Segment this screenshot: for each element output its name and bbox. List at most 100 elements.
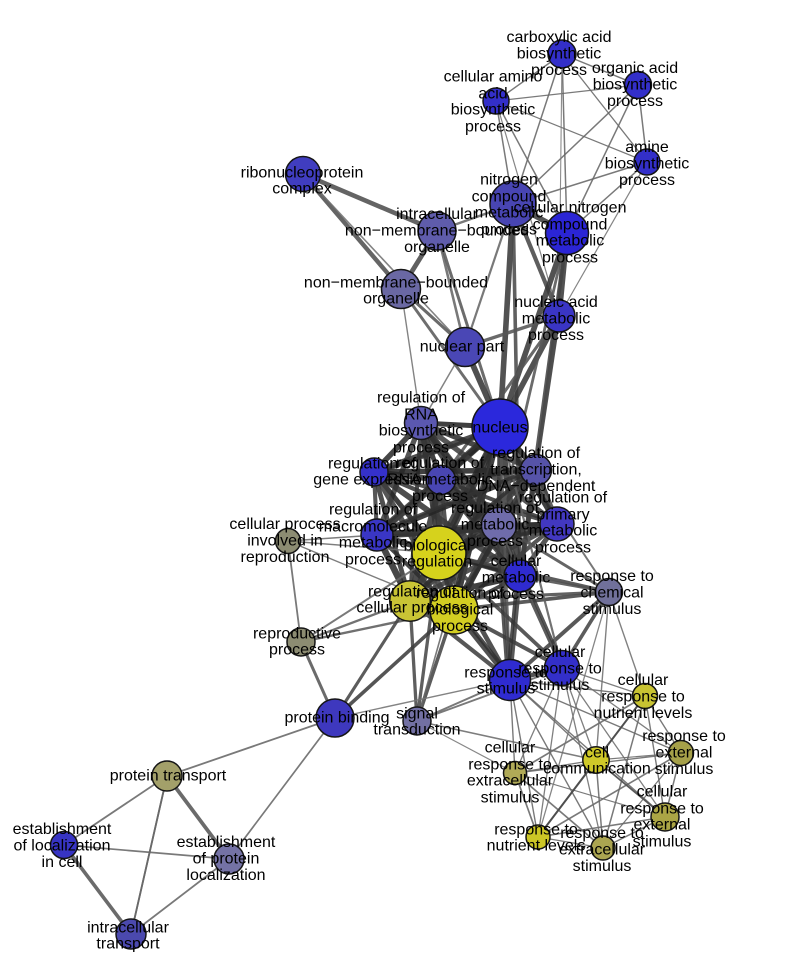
svg-text:cell: cell (585, 744, 609, 761)
svg-text:stimulus: stimulus (477, 681, 536, 698)
svg-text:nuclear part: nuclear part (420, 339, 505, 356)
svg-text:nucleic acid: nucleic acid (514, 294, 598, 311)
svg-text:biosynthetic: biosynthetic (517, 46, 602, 63)
svg-text:stimulus: stimulus (583, 601, 642, 618)
svg-text:process: process (607, 93, 663, 110)
svg-text:process: process (535, 539, 591, 556)
svg-text:biosynthetic: biosynthetic (593, 77, 678, 94)
svg-text:protein binding: protein binding (285, 710, 390, 727)
svg-text:cellular: cellular (535, 644, 586, 661)
svg-text:cellular nitrogen: cellular nitrogen (514, 200, 627, 217)
svg-text:stimulus: stimulus (573, 858, 632, 875)
svg-text:external: external (634, 817, 691, 834)
svg-text:nucleus: nucleus (472, 420, 527, 437)
svg-text:compound: compound (533, 216, 608, 233)
svg-text:response to: response to (560, 825, 644, 842)
svg-text:biosynthetic: biosynthetic (451, 102, 536, 119)
svg-text:communication: communication (543, 761, 651, 778)
svg-text:cellular: cellular (618, 672, 669, 689)
svg-text:regulation of: regulation of (377, 390, 466, 407)
svg-text:intracellular: intracellular (87, 919, 169, 936)
svg-text:of protein: of protein (193, 851, 260, 868)
svg-text:RNA: RNA (404, 406, 438, 423)
svg-text:transcription,: transcription, (490, 462, 582, 479)
svg-text:process: process (393, 439, 449, 456)
svg-text:regulation of: regulation of (328, 455, 417, 472)
svg-text:nutrient levels: nutrient levels (487, 838, 586, 855)
svg-text:extracellular: extracellular (559, 842, 646, 859)
svg-text:metabolic: metabolic (461, 517, 529, 534)
svg-text:compound: compound (472, 188, 547, 205)
svg-text:reproduction: reproduction (241, 549, 330, 566)
svg-text:process: process (467, 533, 523, 550)
svg-text:stimulus: stimulus (633, 833, 692, 850)
svg-text:external: external (656, 745, 713, 762)
svg-text:process: process (481, 221, 537, 238)
svg-text:RNA metabolic: RNA metabolic (387, 472, 493, 489)
svg-text:process: process (345, 551, 401, 568)
svg-text:establishment: establishment (177, 834, 276, 851)
svg-text:stimulus: stimulus (655, 761, 714, 778)
svg-text:regulation of: regulation of (396, 455, 485, 472)
svg-text:response to: response to (620, 800, 704, 817)
svg-text:process: process (528, 327, 584, 344)
svg-text:process: process (542, 249, 598, 266)
svg-text:process: process (412, 488, 468, 505)
svg-text:metabolic: metabolic (339, 535, 407, 552)
svg-text:of localization: of localization (14, 838, 111, 855)
svg-text:cellular: cellular (485, 740, 536, 757)
svg-text:biological: biological (427, 602, 494, 619)
svg-text:nutrient levels: nutrient levels (594, 705, 693, 722)
svg-text:biological: biological (404, 537, 471, 554)
svg-text:gene expression: gene expression (313, 472, 430, 489)
svg-text:nitrogen: nitrogen (480, 172, 538, 189)
svg-text:in cell: in cell (42, 854, 83, 871)
svg-text:DNA−dependent: DNA−dependent (477, 478, 596, 495)
svg-text:stimulus: stimulus (531, 677, 590, 694)
svg-text:reproductive: reproductive (253, 625, 341, 642)
svg-text:regulation of: regulation of (329, 502, 418, 519)
svg-text:response to: response to (464, 664, 548, 681)
svg-text:regulation: regulation (402, 554, 472, 571)
svg-text:response to: response to (601, 689, 685, 706)
svg-text:process: process (432, 618, 488, 635)
svg-text:biosynthetic: biosynthetic (605, 156, 690, 173)
svg-text:amine: amine (625, 139, 669, 156)
svg-text:transduction: transduction (373, 722, 460, 739)
svg-text:metabolic: metabolic (522, 311, 590, 328)
svg-text:cellular process: cellular process (356, 600, 467, 617)
svg-text:response to: response to (518, 661, 602, 678)
svg-text:carboxylic acid: carboxylic acid (507, 29, 612, 46)
svg-text:regulation of: regulation of (451, 500, 540, 517)
svg-text:signal: signal (396, 705, 438, 722)
svg-text:macromolecule: macromolecule (319, 518, 428, 535)
svg-text:non−membrane−bounded: non−membrane−bounded (304, 274, 488, 291)
svg-text:regulation of: regulation of (416, 585, 505, 602)
svg-text:biosynthetic: biosynthetic (379, 423, 464, 440)
svg-text:metabolic: metabolic (475, 205, 543, 222)
svg-text:response to: response to (494, 821, 578, 838)
svg-text:extracellular: extracellular (467, 773, 554, 790)
svg-text:response to: response to (570, 568, 654, 585)
svg-text:organelle: organelle (404, 239, 470, 256)
svg-text:process: process (531, 62, 587, 79)
svg-text:cellular: cellular (491, 553, 542, 570)
svg-text:regulation of: regulation of (368, 583, 457, 600)
svg-text:response to: response to (468, 756, 552, 773)
svg-text:transport: transport (96, 936, 160, 953)
svg-text:establishment: establishment (13, 821, 112, 838)
svg-text:non−membrane−bounded: non−membrane−bounded (345, 223, 529, 240)
svg-text:process: process (488, 586, 544, 603)
svg-text:metabolic: metabolic (536, 233, 604, 250)
svg-text:process: process (465, 118, 521, 135)
svg-text:response to: response to (642, 728, 726, 745)
svg-text:ribonucleoprotein: ribonucleoprotein (241, 164, 364, 181)
svg-text:acid: acid (478, 85, 507, 102)
svg-text:stimulus: stimulus (481, 789, 540, 806)
svg-text:process: process (619, 172, 675, 189)
svg-text:primary: primary (536, 506, 589, 523)
svg-text:regulation of: regulation of (519, 490, 608, 507)
svg-text:involved in: involved in (247, 533, 323, 550)
svg-text:complex: complex (272, 181, 332, 198)
svg-text:regulation of: regulation of (492, 445, 581, 462)
